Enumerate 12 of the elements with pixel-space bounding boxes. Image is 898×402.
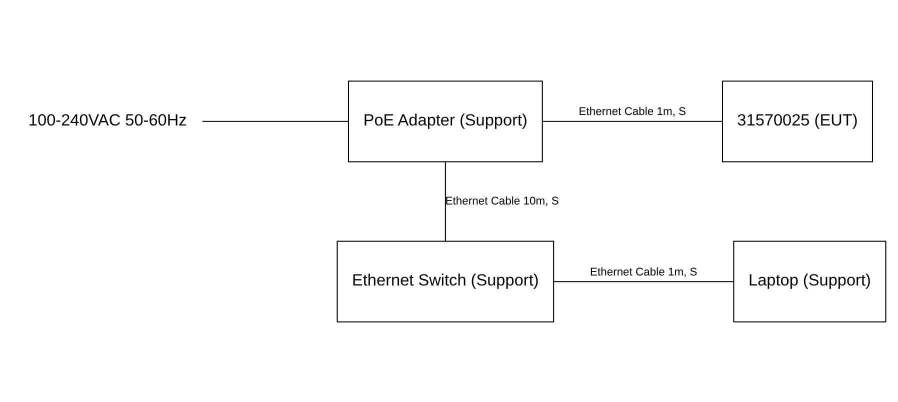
node-box: Ethernet Switch (Support) <box>336 240 554 322</box>
node-text: 100-240VAC 50-60Hz <box>28 110 186 129</box>
node-box: 31570025 (EUT) <box>721 80 872 162</box>
edge-label: Ethernet Cable 10m, S <box>444 194 558 207</box>
connector <box>444 161 446 241</box>
connector <box>202 120 348 122</box>
connector <box>542 120 722 122</box>
node-box: Laptop (Support) <box>732 240 886 322</box>
edge-label: Ethernet Cable 1m, S <box>590 266 697 278</box>
connector <box>553 280 734 282</box>
edge-label: Ethernet Cable 1m, S <box>578 106 686 118</box>
node-box: PoE Adapter (Support) <box>347 80 542 162</box>
